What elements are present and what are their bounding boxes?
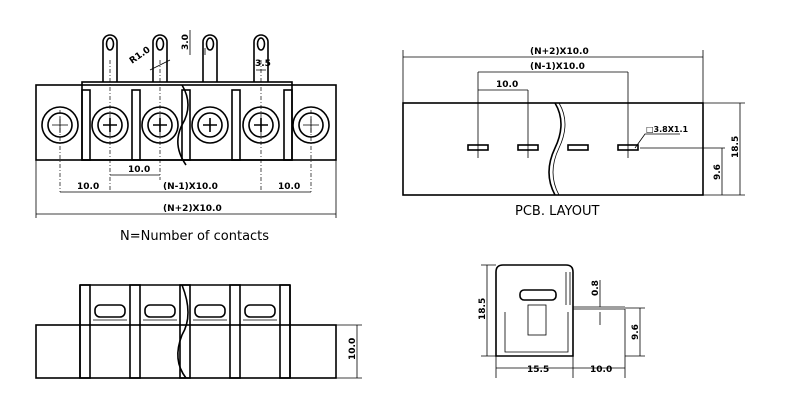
dim-tab-width: 3.5 <box>255 59 271 69</box>
section-dim-thickness: 0.8 <box>591 280 601 296</box>
dim-right-end: 10.0 <box>278 182 300 192</box>
side-dim-height: 10.0 <box>348 338 358 360</box>
break-line <box>177 84 189 166</box>
pcb-outline <box>402 102 704 196</box>
pcb-dim-middle: (N-1)X10.0 <box>530 62 585 72</box>
housing <box>495 264 574 357</box>
dim-radius: R1.0 <box>128 45 152 66</box>
screw-thread <box>527 304 547 336</box>
solder-tabs <box>102 34 269 82</box>
dim-middle: (N-1)X10.0 <box>163 182 218 192</box>
pcb-dim-pitch: 10.0 <box>496 80 518 90</box>
front-view: 10.0 10.0 (N-1)X10.0 10.0 (N+2)X10.0 R1.… <box>35 30 337 244</box>
pcb-dim-overall: (N+2)X10.0 <box>530 47 589 57</box>
section-dim-pin-height: 9.6 <box>631 324 641 340</box>
screw-head <box>519 289 557 301</box>
caption-pcb-layout: PCB. LAYOUT <box>515 204 600 219</box>
side-view: 10.0 <box>35 284 362 379</box>
base-body <box>35 84 337 161</box>
mounting-holes <box>41 106 330 144</box>
break-line <box>548 102 562 196</box>
pcb-dim-slot-height: 9.6 <box>713 164 723 180</box>
slots <box>467 144 639 151</box>
dim-left-end: 10.0 <box>77 182 99 192</box>
pcb-dim-depth: 18.5 <box>731 136 741 158</box>
barriers <box>79 284 291 379</box>
dim-pitch: 10.0 <box>128 165 150 175</box>
pcb-layout: (N+2)X10.0 (N-1)X10.0 10.0 □3.8X1.1 9.6 … <box>402 47 745 219</box>
section-dim-width: 15.5 <box>527 365 549 375</box>
pcb-dim-slot: □3.8X1.1 <box>646 125 689 134</box>
dim-tab-height: 3.0 <box>181 34 191 50</box>
section-dim-height: 18.5 <box>478 298 488 320</box>
section-view: 15.5 10.0 18.5 0.8 9.6 <box>478 264 645 378</box>
screw-heads <box>93 304 277 321</box>
screws <box>91 106 280 144</box>
section-dim-offset: 10.0 <box>590 365 612 375</box>
caption-contacts: N=Number of contacts <box>120 229 269 244</box>
base-bar <box>35 324 337 379</box>
dim-overall: (N+2)X10.0 <box>163 204 222 214</box>
